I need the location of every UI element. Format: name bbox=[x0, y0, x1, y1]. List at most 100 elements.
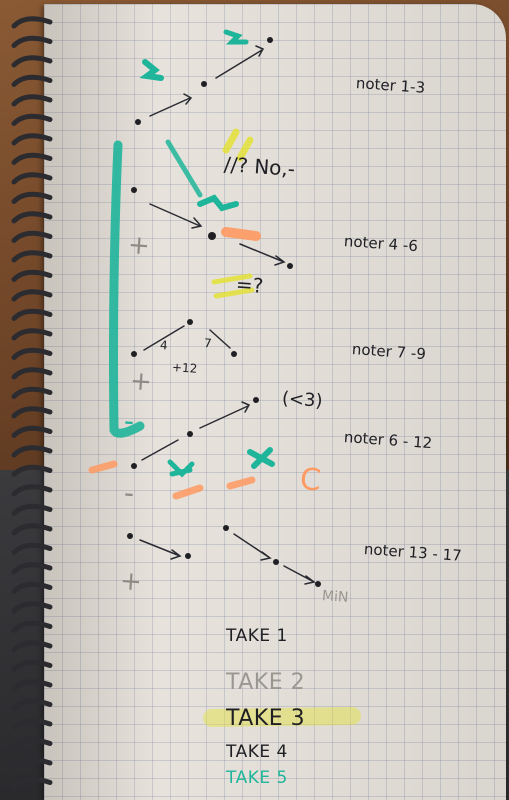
spiral-coil bbox=[11, 406, 53, 419]
note-dot bbox=[127, 533, 133, 539]
spiral-coil bbox=[11, 55, 53, 68]
spiral-coil bbox=[11, 308, 53, 321]
spiral-coil bbox=[11, 503, 53, 516]
note-dot bbox=[208, 232, 216, 240]
question-note-2: =? bbox=[235, 272, 265, 298]
orange-mark-1 bbox=[221, 227, 261, 241]
note-dot bbox=[267, 37, 273, 43]
arrow bbox=[149, 203, 203, 229]
spiral-coil bbox=[11, 659, 53, 672]
spiral-coil bbox=[11, 542, 53, 555]
spiral-coil bbox=[11, 191, 53, 204]
note-dot bbox=[187, 431, 193, 437]
spiral-coil bbox=[11, 718, 53, 731]
note-dot bbox=[287, 263, 293, 269]
spiral-coil bbox=[11, 562, 53, 575]
less-than-3-note: (<3) bbox=[281, 388, 324, 412]
take-5: TAKE 5 bbox=[226, 768, 288, 788]
spiral-coil bbox=[11, 269, 53, 282]
interval-label-12: +12 bbox=[171, 360, 198, 376]
question-note-1: //? No,- bbox=[223, 152, 296, 181]
teal-scribble-2 bbox=[223, 29, 249, 45]
spiral-coil bbox=[11, 679, 53, 692]
note-dot bbox=[315, 581, 321, 587]
spiral-binding bbox=[11, 16, 53, 789]
note-dot bbox=[273, 559, 279, 565]
teal-scribble-1 bbox=[139, 59, 164, 81]
spiral-coil bbox=[11, 94, 53, 107]
arrow bbox=[199, 401, 251, 429]
orange-letter-c: C bbox=[298, 462, 323, 499]
arrow bbox=[215, 45, 265, 79]
teal-scribble-5 bbox=[247, 447, 275, 469]
spiral-coil bbox=[11, 250, 53, 263]
interval-label-4: 4 bbox=[159, 338, 169, 353]
note-dot bbox=[223, 525, 229, 531]
spiral-coil bbox=[11, 698, 53, 711]
teal-scribble-4 bbox=[167, 459, 195, 478]
spiral-coil bbox=[11, 347, 53, 360]
note-dot bbox=[131, 187, 137, 193]
page-shading bbox=[44, 4, 506, 800]
take-4: TAKE 4 bbox=[226, 742, 288, 762]
spiral-coil bbox=[11, 367, 53, 380]
spiral-coil bbox=[11, 523, 53, 536]
arrow bbox=[139, 539, 182, 560]
spiral-coil bbox=[11, 133, 53, 146]
spiral-coil bbox=[11, 484, 53, 497]
spiral-coil bbox=[11, 35, 53, 48]
arrow bbox=[239, 243, 286, 266]
min-label: MiN bbox=[321, 588, 349, 606]
plus-sign: + bbox=[128, 366, 153, 398]
take-2: TAKE 2 bbox=[226, 670, 306, 695]
spiral-coil bbox=[11, 172, 53, 185]
orange-mark-3 bbox=[172, 476, 256, 500]
spiral-coil bbox=[11, 386, 53, 399]
note-dot bbox=[135, 119, 141, 125]
spiral-coil bbox=[11, 601, 53, 614]
arrow bbox=[283, 565, 316, 585]
spiral-coil bbox=[11, 445, 53, 458]
arrow bbox=[233, 533, 272, 561]
plus-sign: + bbox=[126, 230, 151, 262]
spiral-coil bbox=[11, 230, 53, 243]
note-dot bbox=[201, 81, 207, 87]
note-dot bbox=[185, 553, 191, 559]
spiral-coil bbox=[11, 737, 53, 750]
note-dot bbox=[131, 351, 137, 357]
note-dot bbox=[253, 397, 259, 403]
yellow-mark-2 bbox=[211, 273, 255, 299]
teal-marker-bar bbox=[109, 140, 145, 438]
note-dot bbox=[131, 463, 137, 469]
spiral-coil bbox=[11, 464, 53, 477]
notebook-page bbox=[44, 4, 506, 800]
yellow-mark-1 bbox=[222, 128, 254, 162]
spiral-coil bbox=[11, 74, 53, 87]
spiral-coil bbox=[11, 757, 53, 770]
spiral-coil bbox=[11, 113, 53, 126]
spiral-coil bbox=[11, 328, 53, 341]
note-dot bbox=[187, 319, 193, 325]
spiral-coil bbox=[11, 425, 53, 438]
teal-scribble-3 bbox=[197, 194, 239, 212]
take-1: TAKE 1 bbox=[226, 626, 288, 646]
spiral-coil bbox=[11, 620, 53, 633]
spiral-coil bbox=[11, 581, 53, 594]
interval-label-7: 7 bbox=[203, 336, 213, 351]
yellow-highlight-take3 bbox=[203, 707, 361, 727]
spiral-coil bbox=[11, 211, 53, 224]
spiral-coil bbox=[11, 640, 53, 653]
arrow bbox=[149, 93, 193, 117]
spiral-coil bbox=[11, 776, 53, 789]
plus-sign: + bbox=[118, 566, 143, 598]
orange-mark-2 bbox=[88, 460, 118, 474]
teal-marker-curve bbox=[165, 139, 203, 198]
spiral-coil bbox=[11, 152, 53, 165]
spiral-coil bbox=[11, 16, 53, 29]
note-dot bbox=[231, 351, 237, 357]
spiral-coil bbox=[11, 289, 53, 302]
arrow bbox=[143, 325, 231, 351]
arrow bbox=[141, 439, 179, 461]
take-3: TAKE 3 bbox=[226, 706, 306, 731]
